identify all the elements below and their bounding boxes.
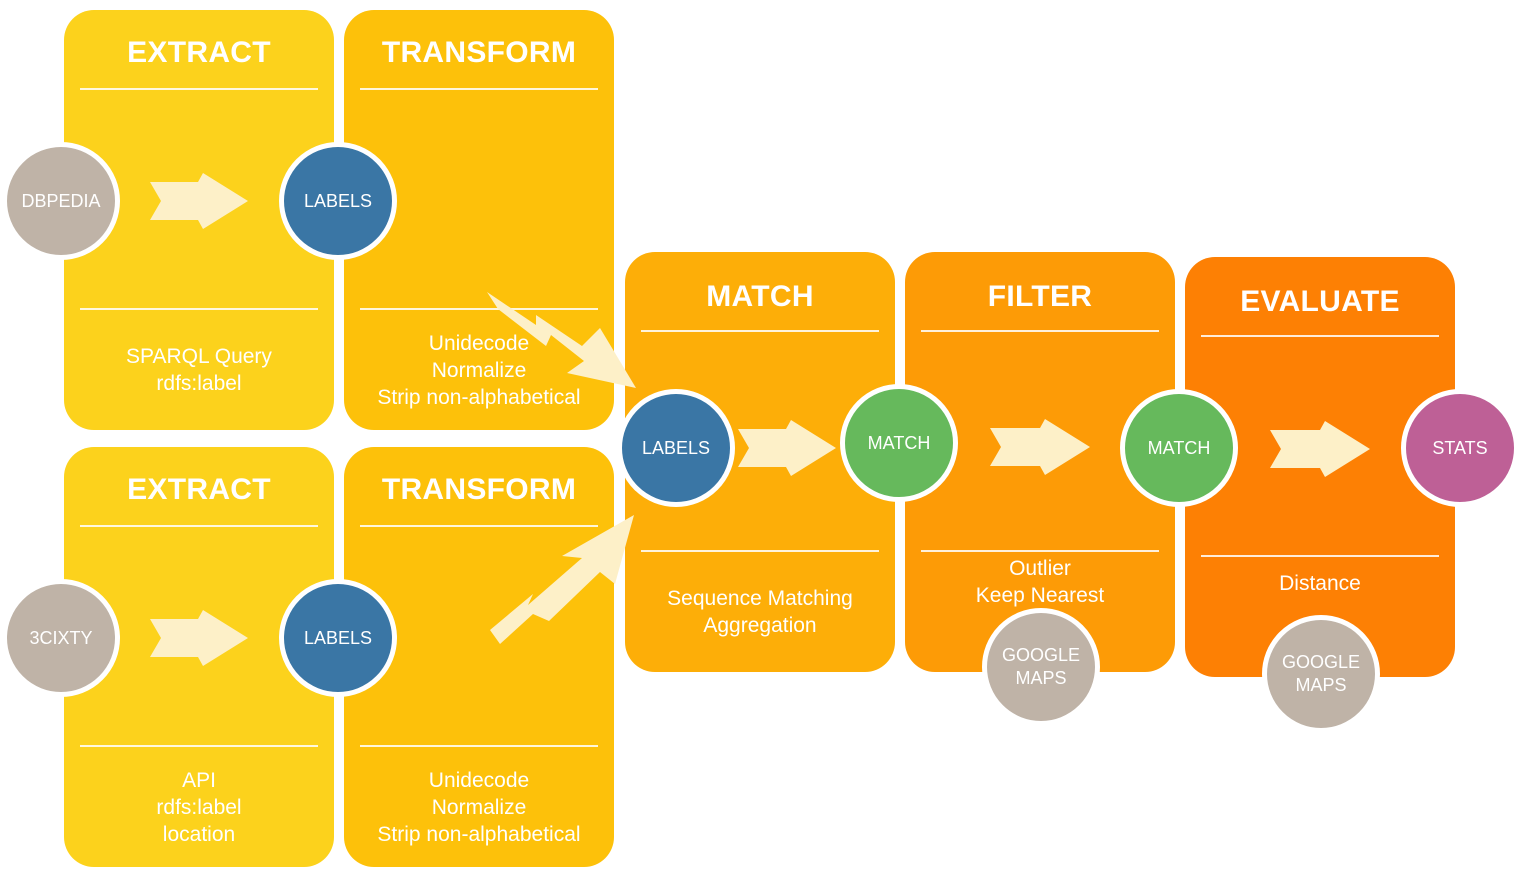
arrow-dbpedia-labels — [150, 173, 248, 229]
transform-title-top: TRANSFORM — [381, 36, 577, 69]
node-label: GOOGLE MAPS — [1282, 651, 1360, 697]
desc-line: location — [162, 823, 236, 846]
stats-node: STATS — [1401, 389, 1519, 507]
desc-line: Normalize — [431, 359, 527, 382]
labels-node-bottom: LABELS — [279, 579, 397, 697]
desc-line: Distance — [1279, 572, 1361, 595]
desc-line: Sequence Matching — [667, 587, 853, 610]
node-label: 3CIXTY — [29, 627, 93, 648]
arrow-3cixty-labels — [150, 610, 248, 666]
google-maps-node-filter: GOOGLE MAPS — [982, 608, 1100, 726]
node-label-line: GOOGLE — [1001, 645, 1081, 665]
desc-line: Unidecode — [428, 769, 530, 792]
arrow-labels-match — [738, 420, 836, 476]
labels-node-match: LABELS — [617, 389, 735, 507]
evaluate-title: EVALUATE — [1240, 285, 1400, 318]
divider — [360, 308, 598, 310]
arrow-transform-bottom-match — [490, 515, 634, 644]
divider — [80, 525, 318, 527]
arrow-transform-top-match — [487, 292, 636, 388]
divider — [80, 88, 318, 90]
transform-title-bottom: TRANSFORM — [381, 473, 577, 506]
arrow-match-filter — [990, 419, 1090, 475]
divider — [921, 550, 1159, 552]
dbpedia-node: DBPEDIA — [2, 142, 120, 260]
match-title: MATCH — [706, 280, 814, 313]
divider — [360, 745, 598, 747]
extract-title-top: EXTRACT — [127, 36, 271, 69]
match-node-match: MATCH — [840, 384, 958, 502]
match-desc: Sequence Matching Aggregation — [625, 585, 895, 639]
desc-line: Unidecode — [428, 332, 530, 355]
node-label: LABELS — [303, 627, 373, 648]
desc-line: Strip non-alphabetical — [377, 386, 581, 409]
desc-line: Aggregation — [703, 614, 817, 637]
divider — [360, 525, 598, 527]
divider — [641, 330, 879, 332]
node-label: MATCH — [867, 432, 931, 453]
extract-desc-bottom: API rdfs:label location — [64, 767, 334, 848]
divider — [80, 745, 318, 747]
node-label: MATCH — [1147, 437, 1211, 458]
node-label-line: GOOGLE — [1281, 652, 1361, 672]
filter-desc: Outlier Keep Nearest — [905, 555, 1175, 609]
arrow-filter-stats — [1270, 421, 1370, 477]
desc-line: API — [182, 769, 216, 792]
divider — [1201, 555, 1439, 557]
transform-desc-top: Unidecode Normalize Strip non-alphabetic… — [344, 330, 614, 411]
google-maps-node-evaluate: GOOGLE MAPS — [1262, 615, 1380, 733]
extract-desc-top: SPARQL Query rdfs:label — [64, 343, 334, 397]
match-node-filter: MATCH — [1120, 389, 1238, 507]
divider — [360, 88, 598, 90]
node-label: GOOGLE MAPS — [1002, 644, 1080, 690]
node-label: DBPEDIA — [21, 190, 101, 211]
desc-line: Strip non-alphabetical — [377, 823, 581, 846]
desc-line: rdfs:label — [156, 372, 242, 395]
node-label: LABELS — [303, 190, 373, 211]
node-label: LABELS — [641, 437, 711, 458]
extract-title-bottom: EXTRACT — [127, 473, 271, 506]
desc-line: rdfs:label — [156, 796, 242, 819]
filter-title: FILTER — [987, 280, 1093, 313]
divider — [921, 330, 1159, 332]
desc-line: Keep Nearest — [975, 584, 1105, 607]
node-label-line: MAPS — [1015, 668, 1067, 688]
node-label: STATS — [1432, 437, 1488, 458]
divider — [80, 308, 318, 310]
evaluate-desc: Distance — [1185, 570, 1455, 597]
node-label-line: MAPS — [1295, 675, 1347, 695]
desc-line: Normalize — [431, 796, 527, 819]
3cixty-node: 3CIXTY — [2, 579, 120, 697]
transform-stage-top: TRANSFORM Unidecode Normalize Strip non-… — [344, 10, 614, 430]
desc-line: Outlier — [1009, 557, 1071, 580]
desc-line: SPARQL Query — [126, 345, 272, 368]
divider — [641, 550, 879, 552]
transform-desc-bottom: Unidecode Normalize Strip non-alphabetic… — [344, 767, 614, 848]
labels-node-top: LABELS — [279, 142, 397, 260]
divider — [1201, 335, 1439, 337]
